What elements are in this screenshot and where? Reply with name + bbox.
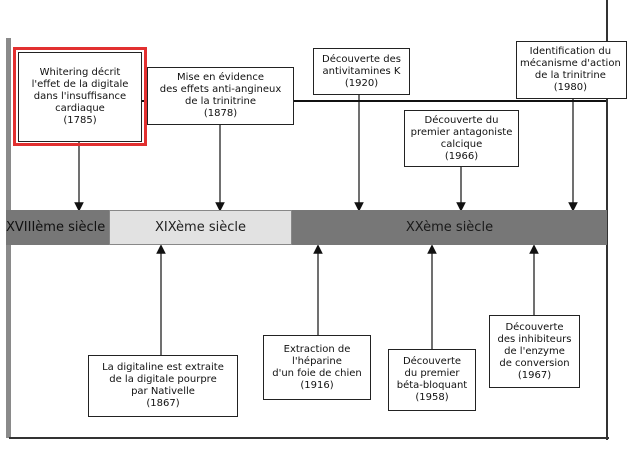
- event-box-1958: Découverte du premier béta-bloquant (195…: [388, 349, 476, 411]
- era-label: XXème siècle: [405, 220, 494, 235]
- era-19th-century: XIXème siècle: [109, 210, 292, 245]
- event-text: Whitering décrit l'effet de la digitale …: [31, 67, 129, 126]
- event-text: Extraction de l'héparine d'un foie de ch…: [272, 343, 362, 391]
- highlight-frame: [13, 47, 147, 146]
- era-18th-century: XVIIIème siècle: [6, 210, 109, 245]
- event-text: Découverte des inhibiteurs de l'enzyme d…: [497, 321, 572, 381]
- event-text: Découverte des antivitamines K (1920): [322, 53, 401, 89]
- event-box-1920: Découverte des antivitamines K (1920): [313, 48, 410, 95]
- event-box-1916: Extraction de l'héparine d'un foie de ch…: [263, 335, 371, 400]
- right-frame-line: [606, 0, 608, 440]
- event-text: Mise en évidence des effets anti-angineu…: [159, 72, 282, 119]
- event-box-1785: Whitering décrit l'effet de la digitale …: [18, 52, 142, 142]
- event-text: Découverte du premier antagoniste calciq…: [410, 114, 513, 162]
- era-label: XIXème siècle: [155, 220, 246, 235]
- event-box-1967: Découverte des inhibiteurs de l'enzyme d…: [489, 315, 580, 388]
- bottom-frame-line: [9, 437, 609, 439]
- event-box-1867: La digitaline est extraite de la digital…: [88, 355, 238, 417]
- era-20th-century: XXème siècle: [292, 210, 607, 245]
- event-text: La digitaline est extraite de la digital…: [102, 362, 224, 409]
- event-box-1980: Identification du mécanisme d'action de …: [516, 41, 627, 99]
- event-text: Découverte du premier béta-bloquant (195…: [396, 356, 468, 403]
- event-text: Identification du mécanisme d'action de …: [520, 46, 621, 93]
- event-box-1966: Découverte du premier antagoniste calciq…: [404, 110, 519, 167]
- event-box-1878: Mise en évidence des effets anti-angineu…: [147, 67, 294, 125]
- era-label: XVIIIème siècle: [6, 220, 106, 235]
